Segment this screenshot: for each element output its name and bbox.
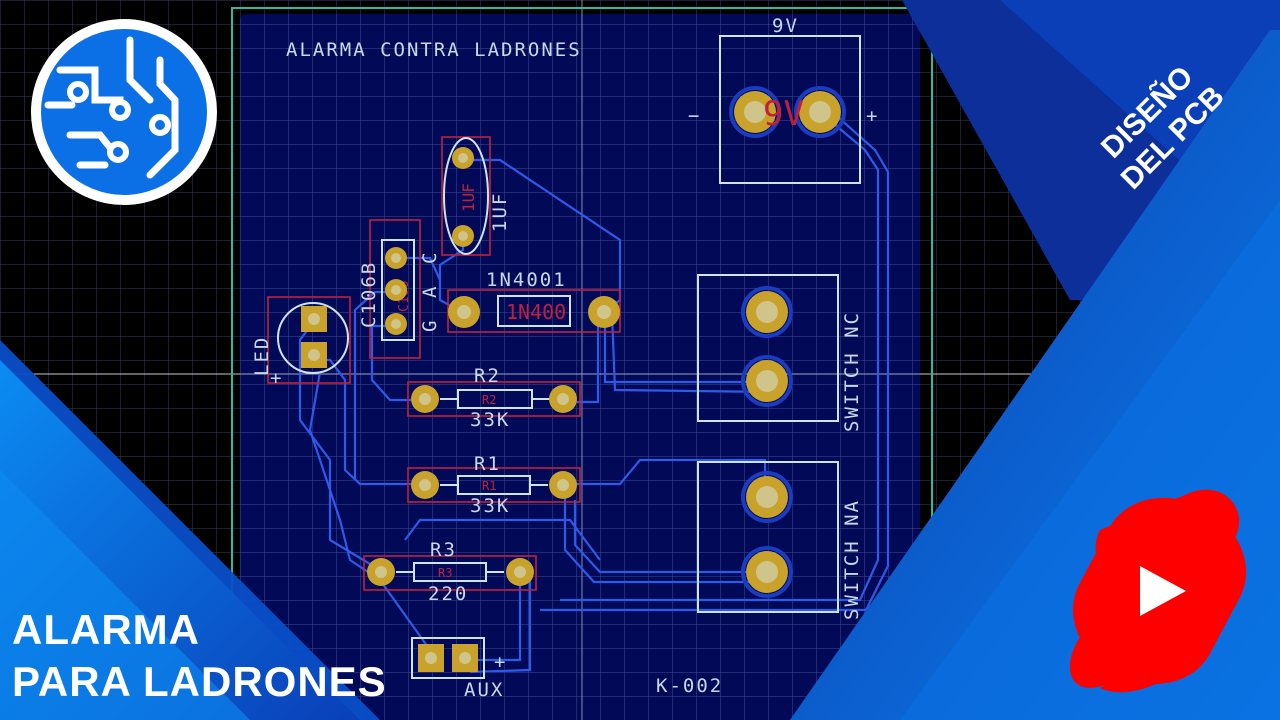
r3-body: R3: [438, 566, 452, 580]
switch-na-label: SWITCH NA: [841, 499, 863, 620]
switch-nc-label: SWITCH NC: [841, 311, 863, 432]
circuit-logo-icon: [31, 19, 217, 205]
scr-pin-a: A: [419, 285, 441, 298]
led-ref: LED: [251, 336, 273, 376]
resistor-r1[interactable]: R1 R1 33K: [407, 453, 581, 517]
overlay-left-light: [0, 470, 250, 720]
battery-label: 9V: [772, 15, 799, 37]
r1-ref: R1: [474, 453, 501, 475]
switch-na[interactable]: SWITCH NA: [697, 461, 863, 620]
r3-value: 220: [428, 583, 468, 605]
diode-ref: 1N4001: [486, 269, 567, 291]
pcb-board[interactable]: [231, 7, 933, 720]
capacitor-value: 1UF: [489, 192, 511, 232]
r1-value: 33K: [470, 495, 510, 517]
capacitor-ref: 1UF: [459, 183, 478, 212]
scr-c106b[interactable]: C106B C106 C A G: [358, 219, 441, 359]
board-outline: [231, 7, 933, 720]
r3-ref: R3: [430, 539, 457, 561]
battery-minus: −: [688, 105, 701, 127]
battery-ref: 9V: [763, 94, 804, 134]
copper-traces: [298, 109, 890, 674]
led-plus: +: [270, 367, 283, 389]
r2-body: R2: [482, 393, 496, 407]
battery-connector[interactable]: 9V − + 9V: [688, 15, 879, 184]
r1-body: R1: [482, 479, 496, 493]
diode-1n4001[interactable]: 1N4001 1N400: [447, 269, 621, 333]
scr-pin-c: C: [419, 251, 441, 264]
aux-plus: +: [494, 651, 507, 673]
board-code: K-002: [656, 675, 723, 697]
r2-ref: R2: [474, 365, 501, 387]
copper-pour-grid: [240, 14, 920, 720]
board-title: ALARMA CONTRA LADRONES: [286, 39, 582, 61]
scr-ref: C106B: [358, 261, 380, 328]
overlay-title-line1: ALARMA: [12, 606, 200, 653]
battery-plus: +: [866, 105, 879, 127]
resistor-r3[interactable]: R3 R3 220: [363, 539, 537, 605]
led[interactable]: LED +: [251, 296, 351, 389]
youtube-shorts-icon: [1069, 489, 1247, 693]
resistor-r2[interactable]: R2 R2 33K: [407, 365, 581, 431]
battery-outline: [719, 35, 861, 184]
overlay-title-line2: PARA LADRONES: [12, 658, 387, 705]
capacitor-1uf[interactable]: 1UF 1UF: [441, 136, 511, 256]
diode-body: 1N400: [506, 300, 566, 324]
aux-connector[interactable]: + AUX: [411, 637, 507, 701]
r2-value: 33K: [470, 409, 510, 431]
aux-label: AUX: [464, 679, 504, 701]
switch-nc[interactable]: SWITCH NC: [697, 274, 863, 432]
scr-pin-g: G: [419, 319, 441, 332]
